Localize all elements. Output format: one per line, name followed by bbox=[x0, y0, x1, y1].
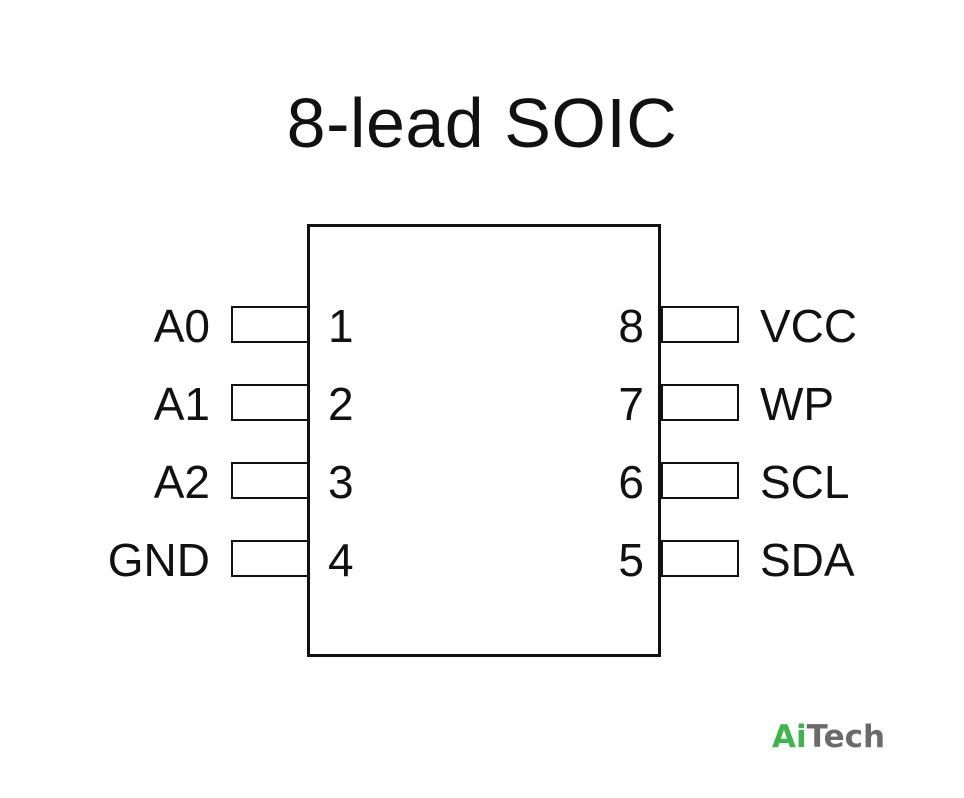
pin-8-number: 8 bbox=[618, 300, 644, 352]
pin-6-name: SCL bbox=[760, 456, 850, 508]
pin-4-name: GND bbox=[107, 534, 210, 586]
logo-part-ai: Ai bbox=[772, 719, 807, 755]
diagram-title: 8-lead SOIC bbox=[286, 84, 678, 162]
pin-5-number: 5 bbox=[618, 534, 644, 586]
logo-part-tech: Tech bbox=[806, 719, 886, 755]
pin-2-lead bbox=[231, 384, 309, 421]
pin-7-lead bbox=[661, 384, 739, 421]
pin-4-number: 4 bbox=[328, 534, 354, 586]
pin-1-lead bbox=[231, 306, 309, 343]
pin-6-number: 6 bbox=[618, 456, 644, 508]
pin-3-lead bbox=[231, 462, 309, 499]
pin-2-number: 2 bbox=[328, 378, 354, 430]
pin-8-lead bbox=[661, 306, 739, 343]
pin-4-lead bbox=[231, 540, 309, 577]
pin-8-name: VCC bbox=[760, 300, 858, 352]
pin-5-lead bbox=[661, 540, 739, 577]
ic-package-body bbox=[307, 224, 661, 657]
pin-3-number: 3 bbox=[328, 456, 354, 508]
pin-6-lead bbox=[661, 462, 739, 499]
pin-3-name: A2 bbox=[153, 456, 210, 508]
pin-7-name: WP bbox=[760, 378, 835, 430]
pin-5-name: SDA bbox=[760, 534, 855, 586]
aitech-logo: AiTech bbox=[772, 722, 885, 753]
pin-1-name: A0 bbox=[153, 300, 210, 352]
pin-7-number: 7 bbox=[618, 378, 644, 430]
pin-2-name: A1 bbox=[153, 378, 210, 430]
pin-1-number: 1 bbox=[328, 300, 354, 352]
